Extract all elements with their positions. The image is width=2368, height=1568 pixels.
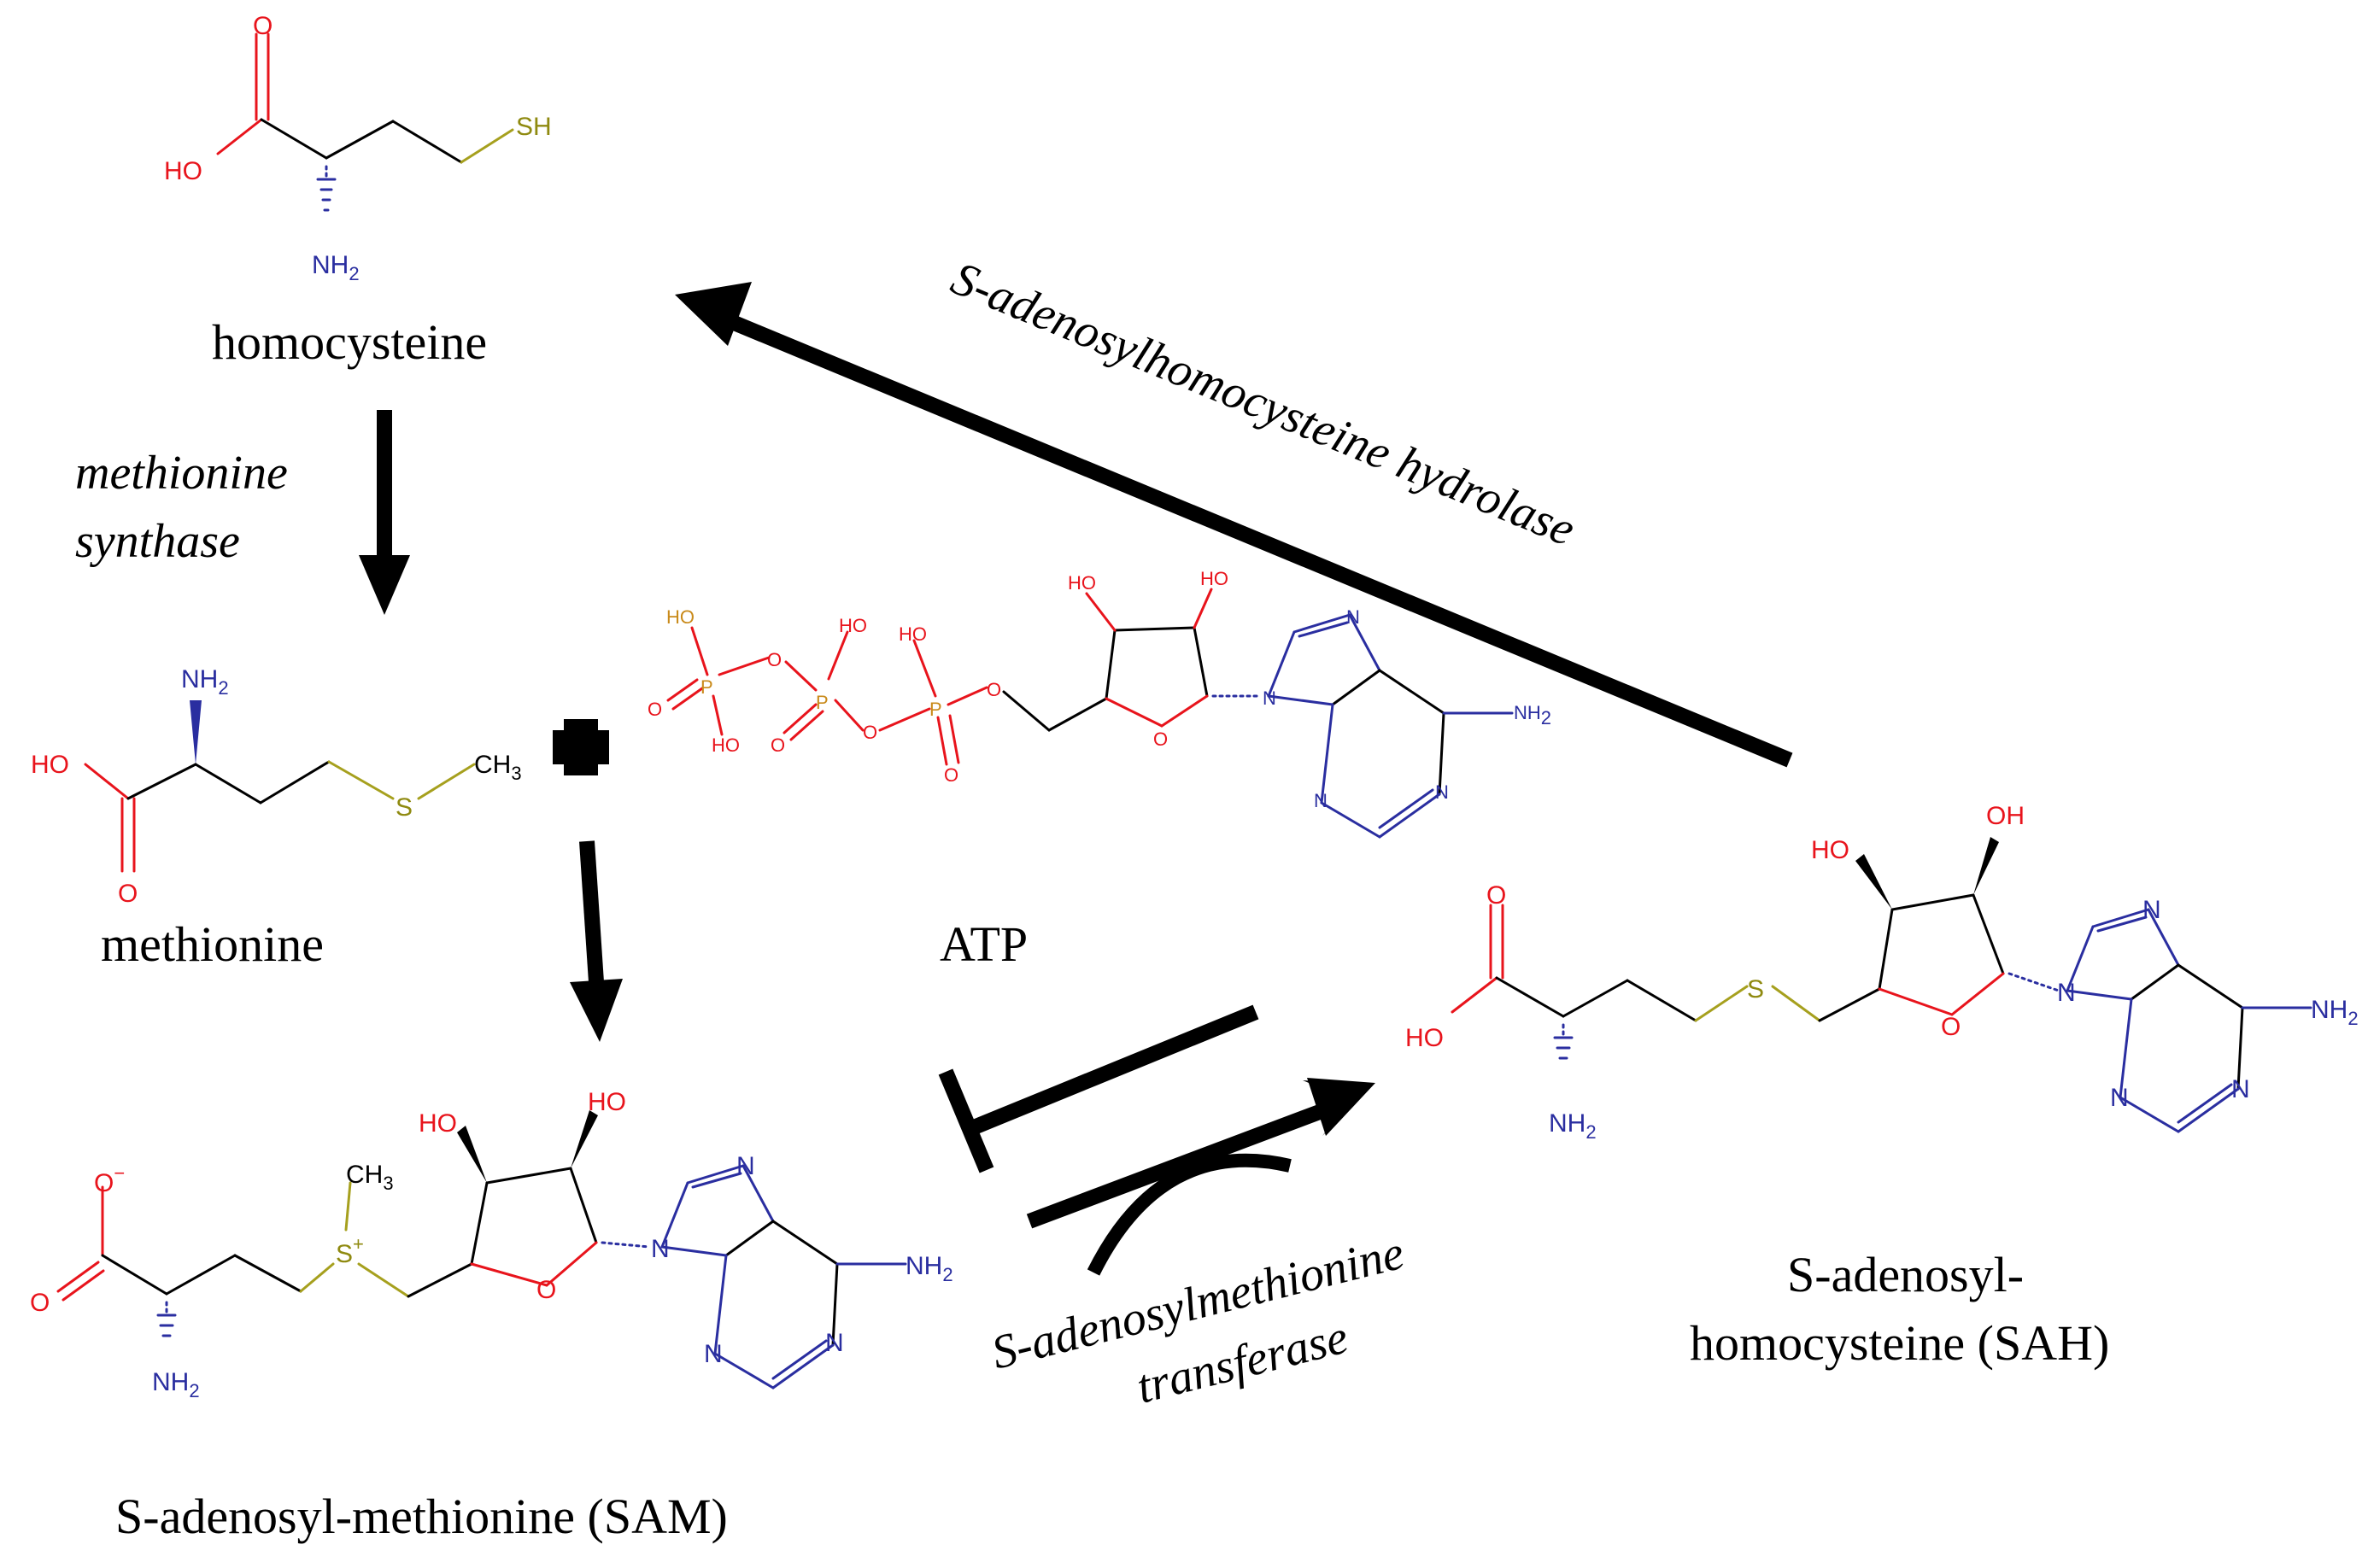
sam-structure: O− O CH3 S+ NH2 HO HO O N N N N NH2	[30, 1088, 953, 1401]
oxygen-atom: O	[944, 764, 958, 786]
wedge-bond	[1855, 854, 1892, 910]
wedge-bond	[190, 700, 202, 764]
nitrogen-atom: N	[1314, 790, 1328, 811]
sulfonium-atom: S+	[336, 1233, 364, 1268]
sah-label-line1: S-adenosyl-	[1787, 1247, 2024, 1302]
amine-label: NH2	[906, 1252, 953, 1285]
oxygen-atom: O	[987, 679, 1001, 700]
phosphorus-atom: P	[929, 699, 942, 720]
amine-label: NH2	[152, 1368, 200, 1401]
nitrogen-atom: N	[1346, 606, 1360, 628]
thiol-label: SH	[516, 113, 552, 141]
nitrogen-atom: N	[651, 1235, 670, 1263]
nitrogen-atom: N	[1263, 687, 1276, 709]
oxygen-atom: O	[1486, 881, 1506, 910]
nitrogen-atom: N	[825, 1329, 844, 1357]
hydroxyl-label: HO	[839, 615, 867, 636]
nitrogen-atom: N	[736, 1152, 755, 1180]
nitrogen-atom: N	[2142, 896, 2161, 924]
wedge-bond	[571, 1110, 598, 1168]
amine-label: NH2	[181, 665, 229, 699]
hydroxyl-label: HO	[1811, 836, 1849, 864]
hydroxyl-label: HO	[1068, 572, 1096, 594]
nitrogen-atom: N	[2110, 1084, 2129, 1112]
oxygen-atom: O	[253, 12, 273, 40]
atp-structure: HO O P HO O P HO O O P HO O O HO HO O N …	[648, 568, 1551, 839]
nitrogen-atom: N	[1435, 781, 1449, 803]
methyl-label: CH3	[346, 1161, 394, 1194]
hydroxyl-label: HO	[419, 1109, 457, 1138]
methionine-structure: NH2 HO O S CH3	[31, 665, 522, 908]
hydroxyl-label: HO	[1405, 1024, 1444, 1052]
oxygen-atom: O−	[94, 1162, 125, 1197]
methionine-synthase-label-line2: synthase	[75, 515, 240, 568]
methionine-synthase-label-line1: methionine	[75, 447, 288, 500]
sam-label: S-adenosyl-methionine (SAM)	[115, 1489, 728, 1544]
nitrogen-atom: N	[704, 1340, 723, 1368]
plus-icon	[553, 719, 609, 775]
sah-hydrolase-label: S-adenosylhomocysteine hydrolase	[944, 252, 1582, 557]
amine-label: NH2	[312, 251, 360, 284]
methionine-label: methionine	[101, 916, 324, 972]
atp-label: ATP	[940, 916, 1028, 972]
hydroxyl-label: HO	[588, 1088, 626, 1116]
amine-label: NH2	[1549, 1109, 1597, 1143]
sah-label-line2: homocysteine (SAH)	[1690, 1315, 2109, 1371]
methionine-synthase-arrow	[359, 410, 410, 615]
nitrogen-atom: N	[2057, 979, 2076, 1007]
oxygen-atom: O	[118, 880, 138, 908]
hydroxyl-label: HO	[712, 734, 740, 756]
wedge-bond	[457, 1126, 487, 1183]
oxygen-atom: O	[30, 1289, 50, 1317]
sulfur-atom: S	[1747, 975, 1764, 1003]
sah-structure: O HO S NH2 HO OH O N N N N NH2	[1405, 802, 2359, 1143]
sah-hydrolase-arrow	[675, 282, 1793, 768]
oxygen-atom: O	[1153, 728, 1168, 750]
oxygen-atom: O	[648, 699, 662, 720]
homocysteine-structure: O HO SH NH2	[164, 12, 552, 284]
nitrogen-atom: N	[2231, 1075, 2250, 1103]
phosphorus-atom: P	[816, 692, 829, 713]
hydroxyl-label: HO	[666, 606, 695, 628]
sulfur-atom: S	[396, 793, 413, 822]
phosphorus-atom: P	[700, 676, 713, 698]
amine-label: NH2	[1514, 702, 1551, 728]
hydroxyl-label: HO	[899, 623, 927, 645]
homocysteine-label: homocysteine	[212, 314, 487, 370]
to-sam-arrow	[570, 840, 623, 1042]
cofactor-curve	[1087, 1153, 1292, 1276]
hydroxyl-label: HO	[164, 157, 202, 185]
hydroxyl-label: HO	[1200, 568, 1228, 589]
oxygen-atom: O	[767, 649, 782, 670]
wedge-bond	[1973, 837, 1999, 895]
amine-label: NH2	[2311, 996, 2359, 1029]
oxygen-atom: O	[1941, 1013, 1961, 1041]
methyl-label: CH3	[474, 751, 522, 784]
oxygen-atom: O	[771, 734, 785, 756]
inhibition-bar	[938, 1004, 1259, 1173]
sam-transferase-arrow	[1026, 1078, 1375, 1276]
hydroxyl-label: OH	[1986, 802, 2025, 830]
oxygen-atom: O	[536, 1276, 556, 1304]
sam-transferase-label: S-adenosylmethionine transferase	[987, 1226, 1410, 1414]
oxygen-atom: O	[863, 722, 877, 743]
hydroxyl-label: HO	[31, 751, 69, 779]
